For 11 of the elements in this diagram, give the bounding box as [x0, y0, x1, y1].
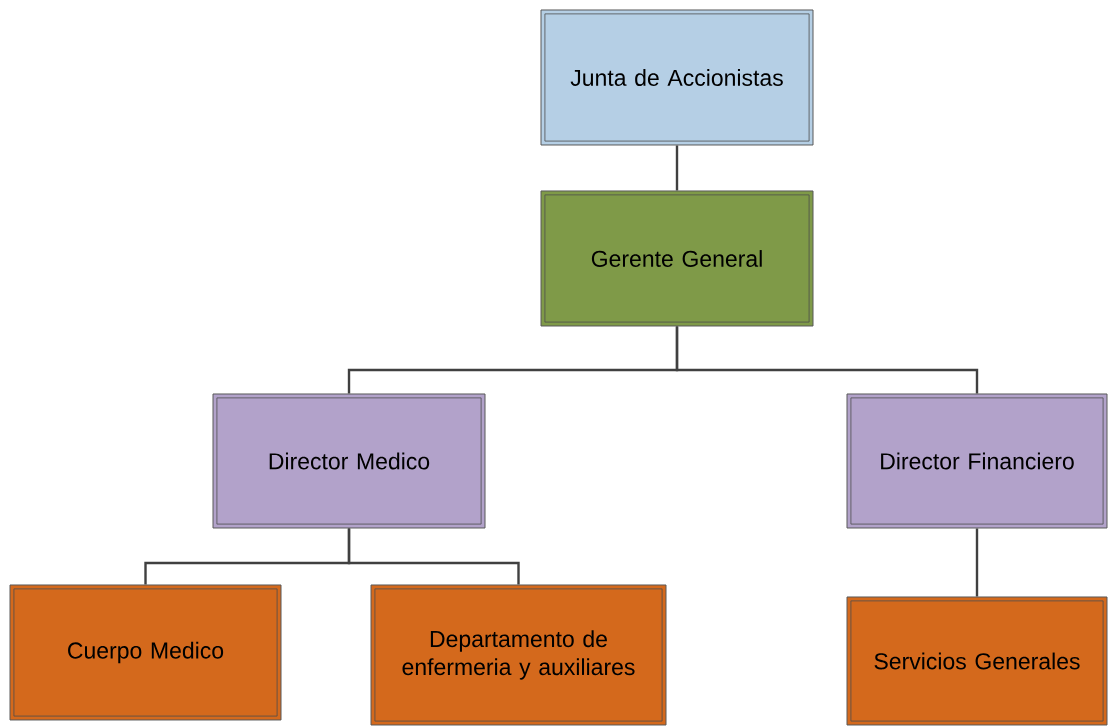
- connector-line: [347, 528, 520, 585]
- org-box: Director Financiero: [846, 393, 1108, 529]
- org-box: Junta de Accionistas: [540, 9, 814, 146]
- org-box: Departamento de enfermeria y auxiliares: [370, 584, 667, 726]
- connector-line: [675, 326, 979, 394]
- connector-line: [675, 145, 679, 191]
- org-box: Servicios Generales: [846, 596, 1108, 726]
- org-box: Cuerpo Medico: [9, 584, 282, 721]
- org-box: Gerente General: [540, 190, 814, 327]
- org-box: Director Medico: [212, 393, 486, 529]
- connector-line: [975, 528, 979, 597]
